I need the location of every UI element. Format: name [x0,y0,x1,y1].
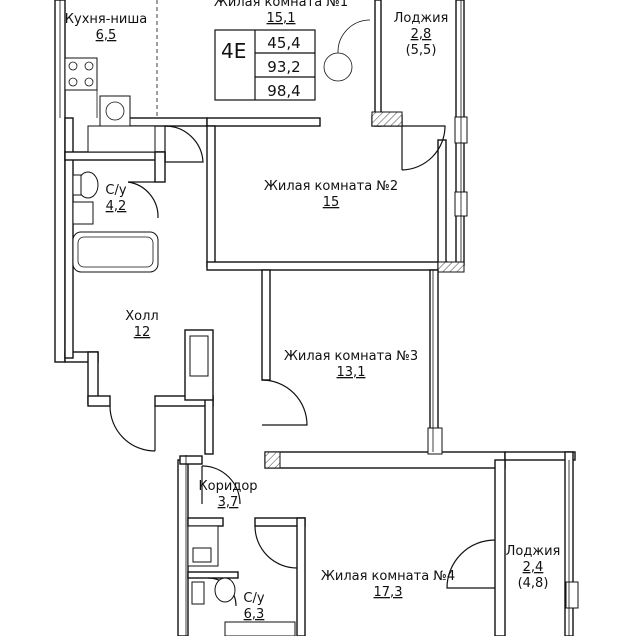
apartment-type-code: 4E [221,39,246,63]
living4-name: Жилая комната №4 [321,569,455,584]
room-labels: Кухня-ниша 6,5 Жилая комната №1 15,1 Лод… [65,0,561,622]
living3-name: Жилая комната №3 [284,349,418,364]
kitchen-area: 6,5 [96,28,117,43]
living1-name: Жилая комната №1 [214,0,348,10]
bath2-name: С/у [243,591,264,606]
loggia1-area: 2,8 [411,27,432,42]
loggia2-name: Лоджия [506,544,561,559]
hall-area: 12 [134,325,151,340]
hall-name: Холл [125,309,158,324]
bath1-area: 4,2 [106,199,127,214]
stove [64,57,98,91]
loggia1-extra: (5,5) [406,43,437,58]
windows [59,0,579,636]
bath1-name: С/у [105,183,126,198]
corridor-area: 3,7 [218,495,239,510]
kitchen-name: Кухня-ниша [65,12,147,27]
living4-area: 17,3 [374,585,403,600]
apartment-area-2: 93,2 [267,58,300,76]
living2-area: 15 [323,195,340,210]
apartment-tag: 4E 45,4 93,2 98,4 [214,29,316,101]
apartment-area-3: 98,4 [267,82,300,100]
loggia2-area: 2,4 [523,560,544,575]
doors [109,125,496,607]
living1-area: 15,1 [267,11,296,26]
bath2-area: 6,3 [244,607,265,622]
living3-area: 13,1 [337,365,366,380]
living2-name: Жилая комната №2 [264,179,398,194]
apartment-area-1: 45,4 [267,34,300,52]
corridor-name: Коридор [198,479,257,494]
kitchen-sink [99,95,131,127]
loggia2-extra: (4,8) [518,576,549,591]
loggia1-name: Лоджия [394,11,449,26]
fixtures [64,0,371,636]
